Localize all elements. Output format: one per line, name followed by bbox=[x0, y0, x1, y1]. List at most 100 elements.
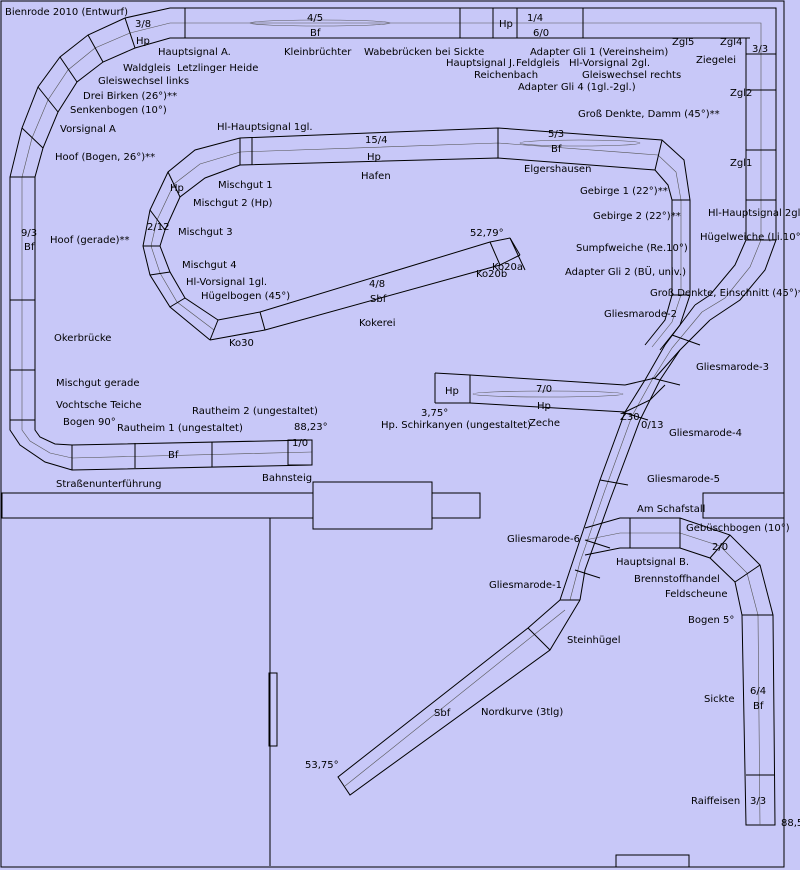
label-hp-tl: Hp bbox=[136, 36, 150, 47]
label-3-75: 3,75° bbox=[421, 408, 448, 419]
label-6-4: 6/4 bbox=[750, 686, 766, 697]
label-hp-hafen: Hp bbox=[367, 152, 381, 163]
label-gleiswechsel-rechts: Gleiswechsel rechts bbox=[582, 70, 681, 81]
label-88-23: 88,23° bbox=[294, 422, 328, 433]
label-raiffeisen: Raiffeisen bbox=[691, 796, 740, 807]
label-steinhuegel: Steinhügel bbox=[567, 635, 621, 646]
label-gliesmarode6: Gliesmarode-6 bbox=[507, 534, 580, 545]
label-1-4: 1/4 bbox=[527, 13, 543, 24]
track-sickte bbox=[584, 517, 776, 826]
label-bogen5: Bogen 5° bbox=[688, 615, 734, 626]
label-2-12: 2/12 bbox=[147, 222, 169, 233]
label-bahnsteig: Bahnsteig bbox=[262, 473, 312, 484]
label-bogen90: Bogen 90° bbox=[63, 417, 116, 428]
label-3-8: 3/8 bbox=[135, 19, 151, 30]
label-gebueschbogen: Gebüschbogen (10°) bbox=[686, 523, 790, 534]
label-hp-zeche: Hp bbox=[537, 401, 551, 412]
bottom-marker bbox=[615, 854, 690, 868]
label-mischgut1: Mischgut 1 bbox=[218, 180, 273, 191]
label-hoof-bogen: Hoof (Bogen, 26°)** bbox=[55, 152, 155, 163]
label-schirkanyen: Hp. Schirkanyen (ungestaltet) bbox=[381, 420, 531, 431]
label-4-5: 4/5 bbox=[307, 13, 323, 24]
track-zeche bbox=[434, 372, 626, 413]
label-sbf-mid: Sbf bbox=[370, 294, 387, 305]
label-adapter-gli2: Adapter Gli 2 (BÜ, univ.) bbox=[565, 265, 686, 278]
label-zgl5: Zgl5 bbox=[672, 37, 694, 48]
track-labels: Bienrode 2010 (Entwurf) 3/8 Hp 4/5 Bf Hp… bbox=[5, 7, 800, 829]
label-3-3-tr: 3/3 bbox=[752, 44, 768, 55]
label-brennstoff: Brennstoffhandel bbox=[634, 574, 720, 585]
label-52-79: 52,79° bbox=[470, 228, 504, 239]
track-inner-loop bbox=[142, 127, 691, 351]
label-gliesmarode2: Gliesmarode-2 bbox=[604, 309, 677, 320]
label-bf-bottom: Bf bbox=[168, 450, 179, 461]
label-zeche: Zeche bbox=[529, 418, 560, 429]
wall-marker bbox=[268, 672, 278, 747]
label-mischgut-gerade: Mischgut gerade bbox=[56, 378, 139, 389]
label-sickte: Sickte bbox=[704, 694, 735, 705]
label-zgl4: Zgl4 bbox=[720, 37, 742, 48]
label-5-3: 5/3 bbox=[548, 129, 564, 140]
label-hp-zeche-l: Hp bbox=[445, 386, 459, 397]
label-4-8: 4/8 bbox=[369, 279, 385, 290]
label-kleinbruechter: Kleinbrüchter bbox=[284, 47, 352, 58]
label-reichenbach: Reichenbach bbox=[474, 70, 538, 81]
label-mischgut4: Mischgut 4 bbox=[182, 260, 237, 271]
label-hoof-gerade: Hoof (gerade)** bbox=[50, 235, 130, 246]
label-sbf-low: Sbf bbox=[434, 708, 451, 719]
label-hauptsignal-b: Hauptsignal B. bbox=[616, 557, 689, 568]
label-ziegelei: Ziegelei bbox=[696, 55, 736, 66]
label-vorsignal-a: Vorsignal A bbox=[60, 124, 116, 135]
label-hp-top: Hp bbox=[499, 19, 513, 30]
label-ko30: Ko30 bbox=[229, 338, 254, 349]
label-gross-denkte-damm: Groß Denkte, Damm (45°)** bbox=[578, 109, 720, 120]
label-nordkurve: Nordkurve (3tlg) bbox=[481, 707, 563, 718]
label-gliesmarode4: Gliesmarode-4 bbox=[669, 428, 742, 439]
label-elgershausen: Elgershausen bbox=[524, 164, 591, 175]
label-0-13: 0/13 bbox=[641, 420, 663, 431]
label-kokerei: Kokerei bbox=[359, 318, 396, 329]
label-strassen: Straßenunterführung bbox=[56, 479, 162, 490]
label-rautheim2: Rautheim 2 (ungestaltet) bbox=[192, 406, 318, 417]
label-88-5: 88,5 bbox=[781, 818, 800, 829]
label-bf-right: Bf bbox=[753, 701, 764, 712]
label-53-75: 53,75° bbox=[305, 760, 339, 771]
label-vochtsche: Vochtsche Teiche bbox=[56, 400, 142, 411]
label-senkenbogen: Senkenbogen (10°) bbox=[70, 105, 167, 116]
label-15-4: 15/4 bbox=[365, 135, 387, 146]
track-gliesmarode bbox=[559, 304, 711, 601]
label-ko20a: Ko20a bbox=[492, 262, 523, 273]
label-feldgleis: Feldgleis bbox=[516, 58, 560, 69]
track-nordkurve bbox=[337, 599, 581, 796]
outer-frame bbox=[0, 0, 785, 868]
label-bf-mid: Bf bbox=[551, 144, 562, 155]
label-mischgut3: Mischgut 3 bbox=[178, 227, 233, 238]
track-right-side bbox=[694, 7, 777, 321]
label-gliesmarode3: Gliesmarode-3 bbox=[696, 362, 769, 373]
label-zgl1: Zgl1 bbox=[730, 158, 752, 169]
label-2-0: 2/0 bbox=[712, 542, 728, 553]
label-mischgut2: Mischgut 2 (Hp) bbox=[193, 198, 273, 209]
label-gross-denkte-einschnitt: Groß Denkte, Einschnitt (45°)** bbox=[650, 288, 800, 299]
label-gebirge1: Gebirge 1 (22°)** bbox=[580, 186, 668, 197]
label-hp-loop: Hp bbox=[170, 183, 184, 194]
label-huegelbogen: Hügelbogen (45°) bbox=[201, 291, 290, 302]
label-9-3: 9/3 bbox=[21, 228, 37, 239]
label-hauptsignal-a: Hauptsignal A. bbox=[158, 47, 231, 58]
label-wabebruecken: Wabebrücken bei Sickte bbox=[364, 47, 484, 58]
label-ko20b: Ko20b bbox=[476, 269, 507, 280]
wall-strip-right bbox=[702, 492, 785, 519]
label-am-schafstall: Am Schafstall bbox=[637, 504, 705, 515]
plan-title: Bienrode 2010 (Entwurf) bbox=[5, 7, 128, 18]
label-feldscheune: Feldscheune bbox=[665, 589, 728, 600]
label-3-3-br: 3/3 bbox=[750, 796, 766, 807]
label-1-0: 1/0 bbox=[292, 438, 308, 449]
label-z30: Z30 bbox=[620, 412, 640, 423]
label-huegelweiche: Hügelweiche (Li.10°) bbox=[700, 232, 800, 243]
label-bf-left: Bf bbox=[24, 242, 35, 253]
label-hl-vorsignal-1gl: Hl-Vorsignal 1gl. bbox=[186, 277, 267, 288]
track-outer-loop bbox=[9, 7, 750, 471]
label-hl-hauptsignal-2gl: Hl-Hauptsignal 2gl. bbox=[708, 208, 800, 219]
label-hafen: Hafen bbox=[361, 171, 391, 182]
